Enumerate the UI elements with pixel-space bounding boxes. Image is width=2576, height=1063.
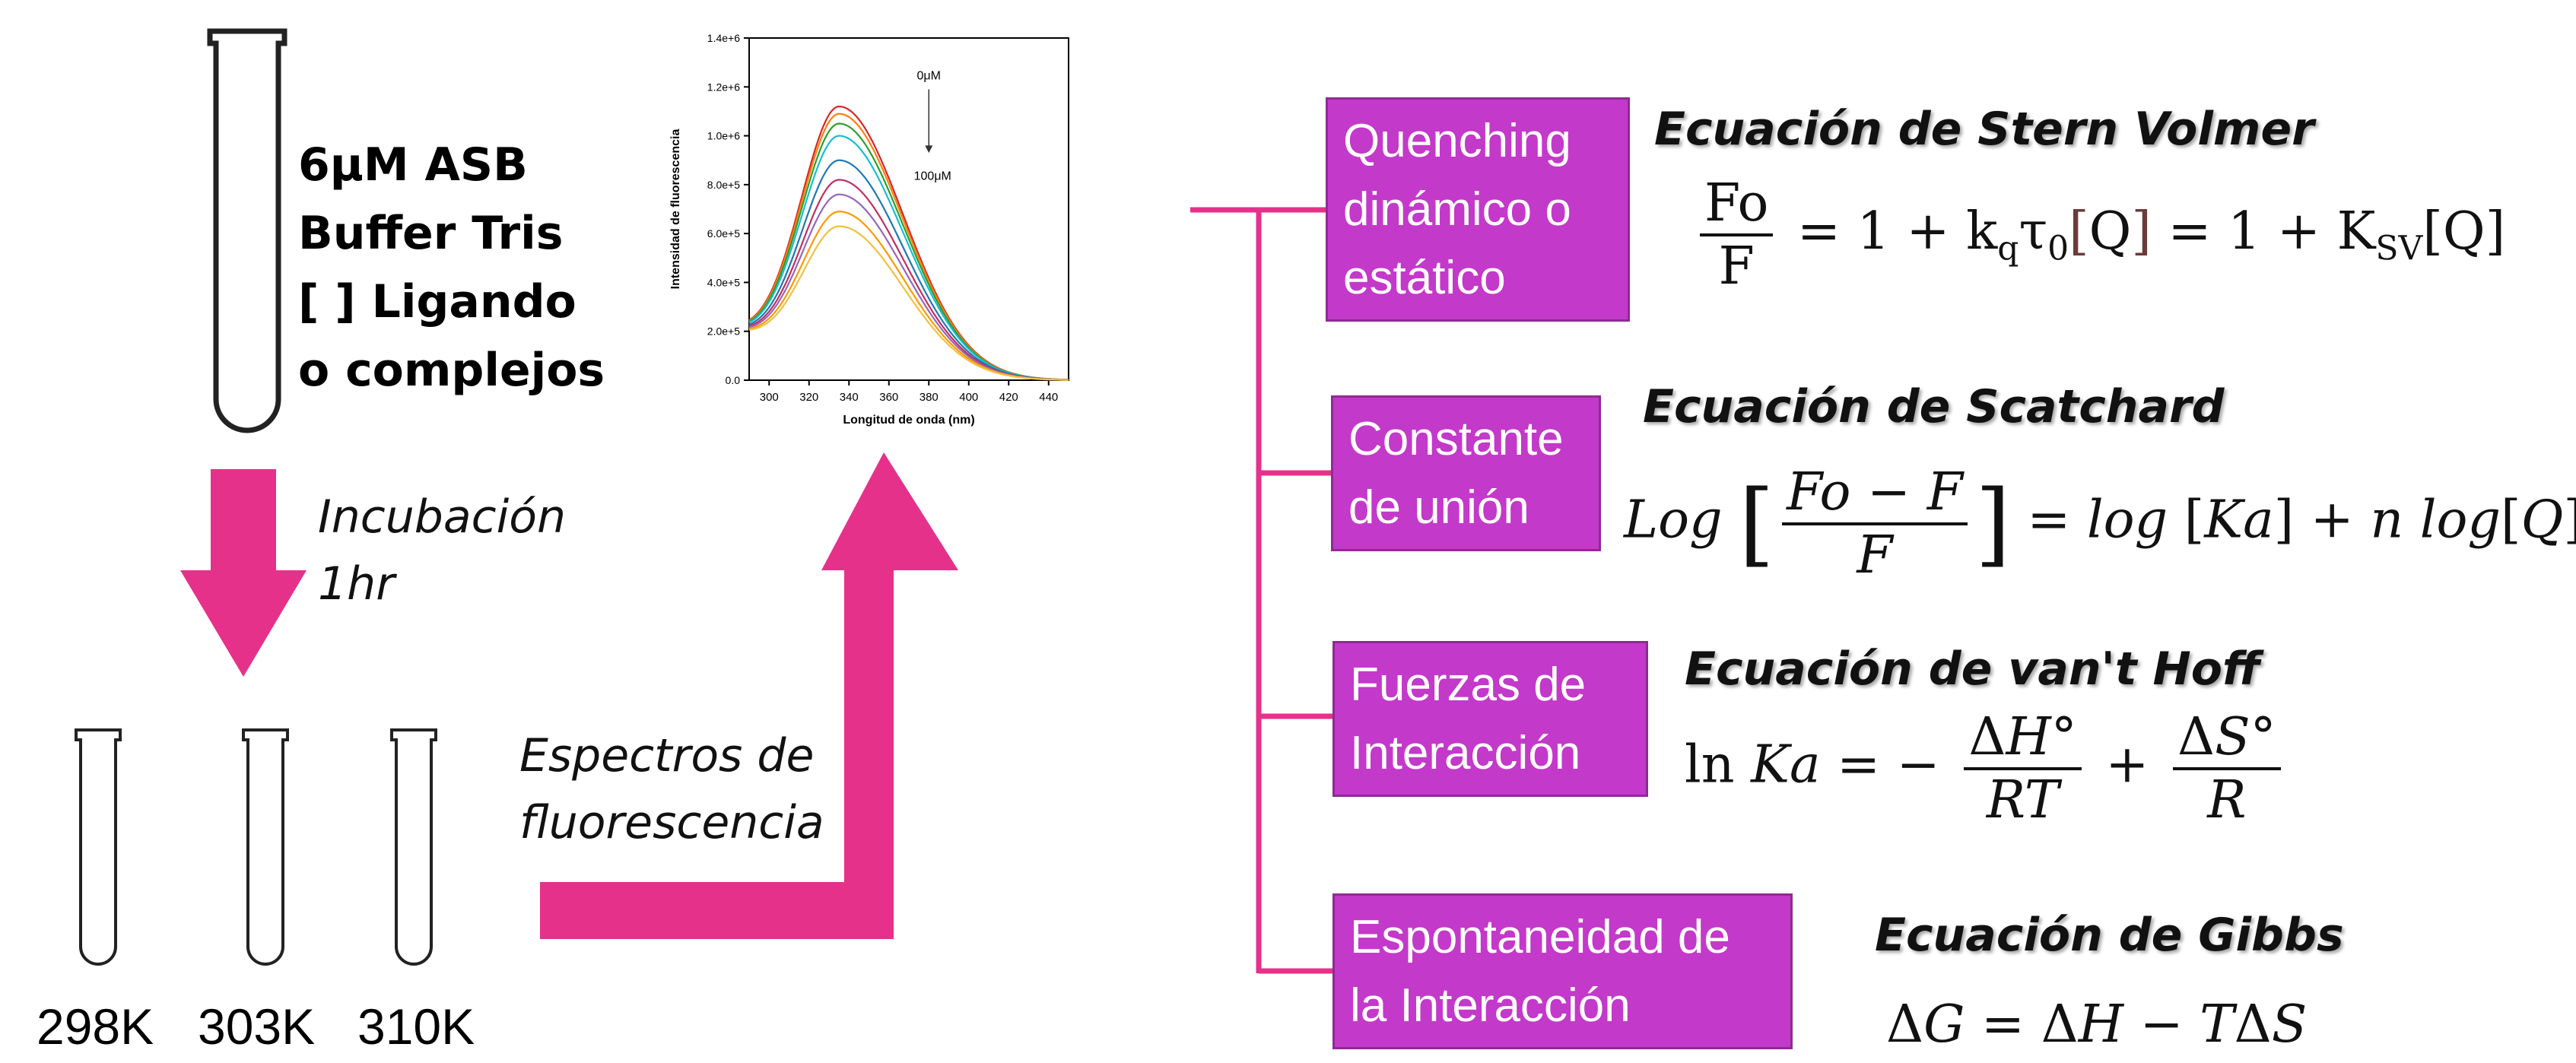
temp-label-303: 303K — [198, 998, 316, 1055]
annotation-arrowhead — [925, 145, 933, 154]
incubation-line-2: 1hr — [318, 557, 395, 611]
y-tick-label: 1.4e+6 — [707, 32, 740, 44]
box-quenching: Quenching dinámico o estático — [1326, 97, 1630, 322]
sample-line-4: o complejos — [298, 344, 605, 397]
annotation-top: 0μM — [917, 70, 941, 83]
box-spontaneity: Espontaneidad de la Interacción — [1332, 893, 1793, 1049]
y-tick-label: 8.0e+5 — [707, 179, 740, 191]
sample-line-2: Buffer Tris — [298, 207, 564, 260]
spectra-arrow-icon — [540, 452, 958, 939]
x-tick-label: 320 — [799, 391, 818, 404]
sample-composition: 6μM ASB Buffer Tris [ ] Ligando o comple… — [298, 131, 605, 405]
y-axis-label: Intensidad de fluorescencia — [669, 129, 682, 290]
y-tick-label: 0.0 — [726, 374, 741, 386]
sample-line-1: 6μM ASB — [298, 138, 528, 192]
incubation-label: Incubación 1hr — [318, 484, 566, 617]
x-tick-label: 400 — [959, 391, 978, 404]
x-tick-label: 420 — [999, 391, 1018, 404]
temp-label-310: 310K — [357, 998, 475, 1055]
x-tick-label: 340 — [840, 391, 859, 404]
plot-frame — [748, 37, 1069, 381]
vant-hoff-title: Ecuación de van't Hoff — [1685, 643, 2260, 696]
series-line-9 — [748, 225, 1069, 381]
x-tick-label: 380 — [920, 391, 939, 404]
main-test-tube — [207, 28, 287, 433]
fluorescence-chart: 0.0 2.0e+5 4.0e+5 6.0e+5 8.0e+5 1.0e+6 1.2e+6 1… — [669, 32, 1069, 427]
spectra-line-1: Espectros de — [519, 729, 815, 782]
x-tick-label: 300 — [760, 391, 779, 404]
vant-hoff-equation: ln Ka = − ΔH°RT + ΔS°R — [1685, 707, 2289, 830]
y-tick-label: 1.0e+6 — [707, 130, 740, 142]
series-line-3 — [748, 122, 1069, 381]
annotation-bottom: 100μM — [914, 170, 951, 182]
y-tick-label: 1.2e+6 — [707, 81, 740, 93]
incubation-line-1: Incubación — [318, 490, 566, 544]
y-tick-label: 6.0e+5 — [707, 227, 740, 240]
gibbs-equation: ΔG = ΔH − TΔS — [1886, 995, 2308, 1055]
test-tube-303 — [242, 728, 289, 966]
sample-line-3: [ ] Ligando — [298, 275, 577, 328]
scatchard-equation: Log [Fo − FF] = log [Ka] + n log[Q] — [1624, 462, 2576, 585]
box-binding-constant: Constante de unión — [1331, 395, 1601, 551]
stern-volmer-title: Ecuación de Stern Volmer — [1654, 103, 2314, 156]
spectra-line-2: fluorescencia — [519, 796, 824, 849]
test-tube-298 — [75, 728, 122, 966]
test-tube-310 — [390, 728, 437, 966]
x-tick-label: 360 — [879, 391, 898, 404]
x-tick-label: 440 — [1039, 391, 1058, 404]
incubation-arrow-icon — [180, 469, 307, 677]
y-tick-label: 4.0e+5 — [707, 276, 740, 288]
spectra-label: Espectros de fluorescencia — [519, 722, 824, 856]
box-interaction-forces: Fuerzas de Interacción — [1332, 641, 1648, 797]
scatchard-title: Ecuación de Scatchard — [1643, 380, 2225, 433]
series-line-6 — [748, 179, 1069, 381]
x-axis-label: Longitud de onda (nm) — [843, 414, 974, 427]
y-tick-label: 2.0e+5 — [707, 325, 740, 338]
gibbs-title: Ecuación de Gibbs — [1875, 909, 2344, 962]
temp-label-298: 298K — [37, 998, 154, 1055]
